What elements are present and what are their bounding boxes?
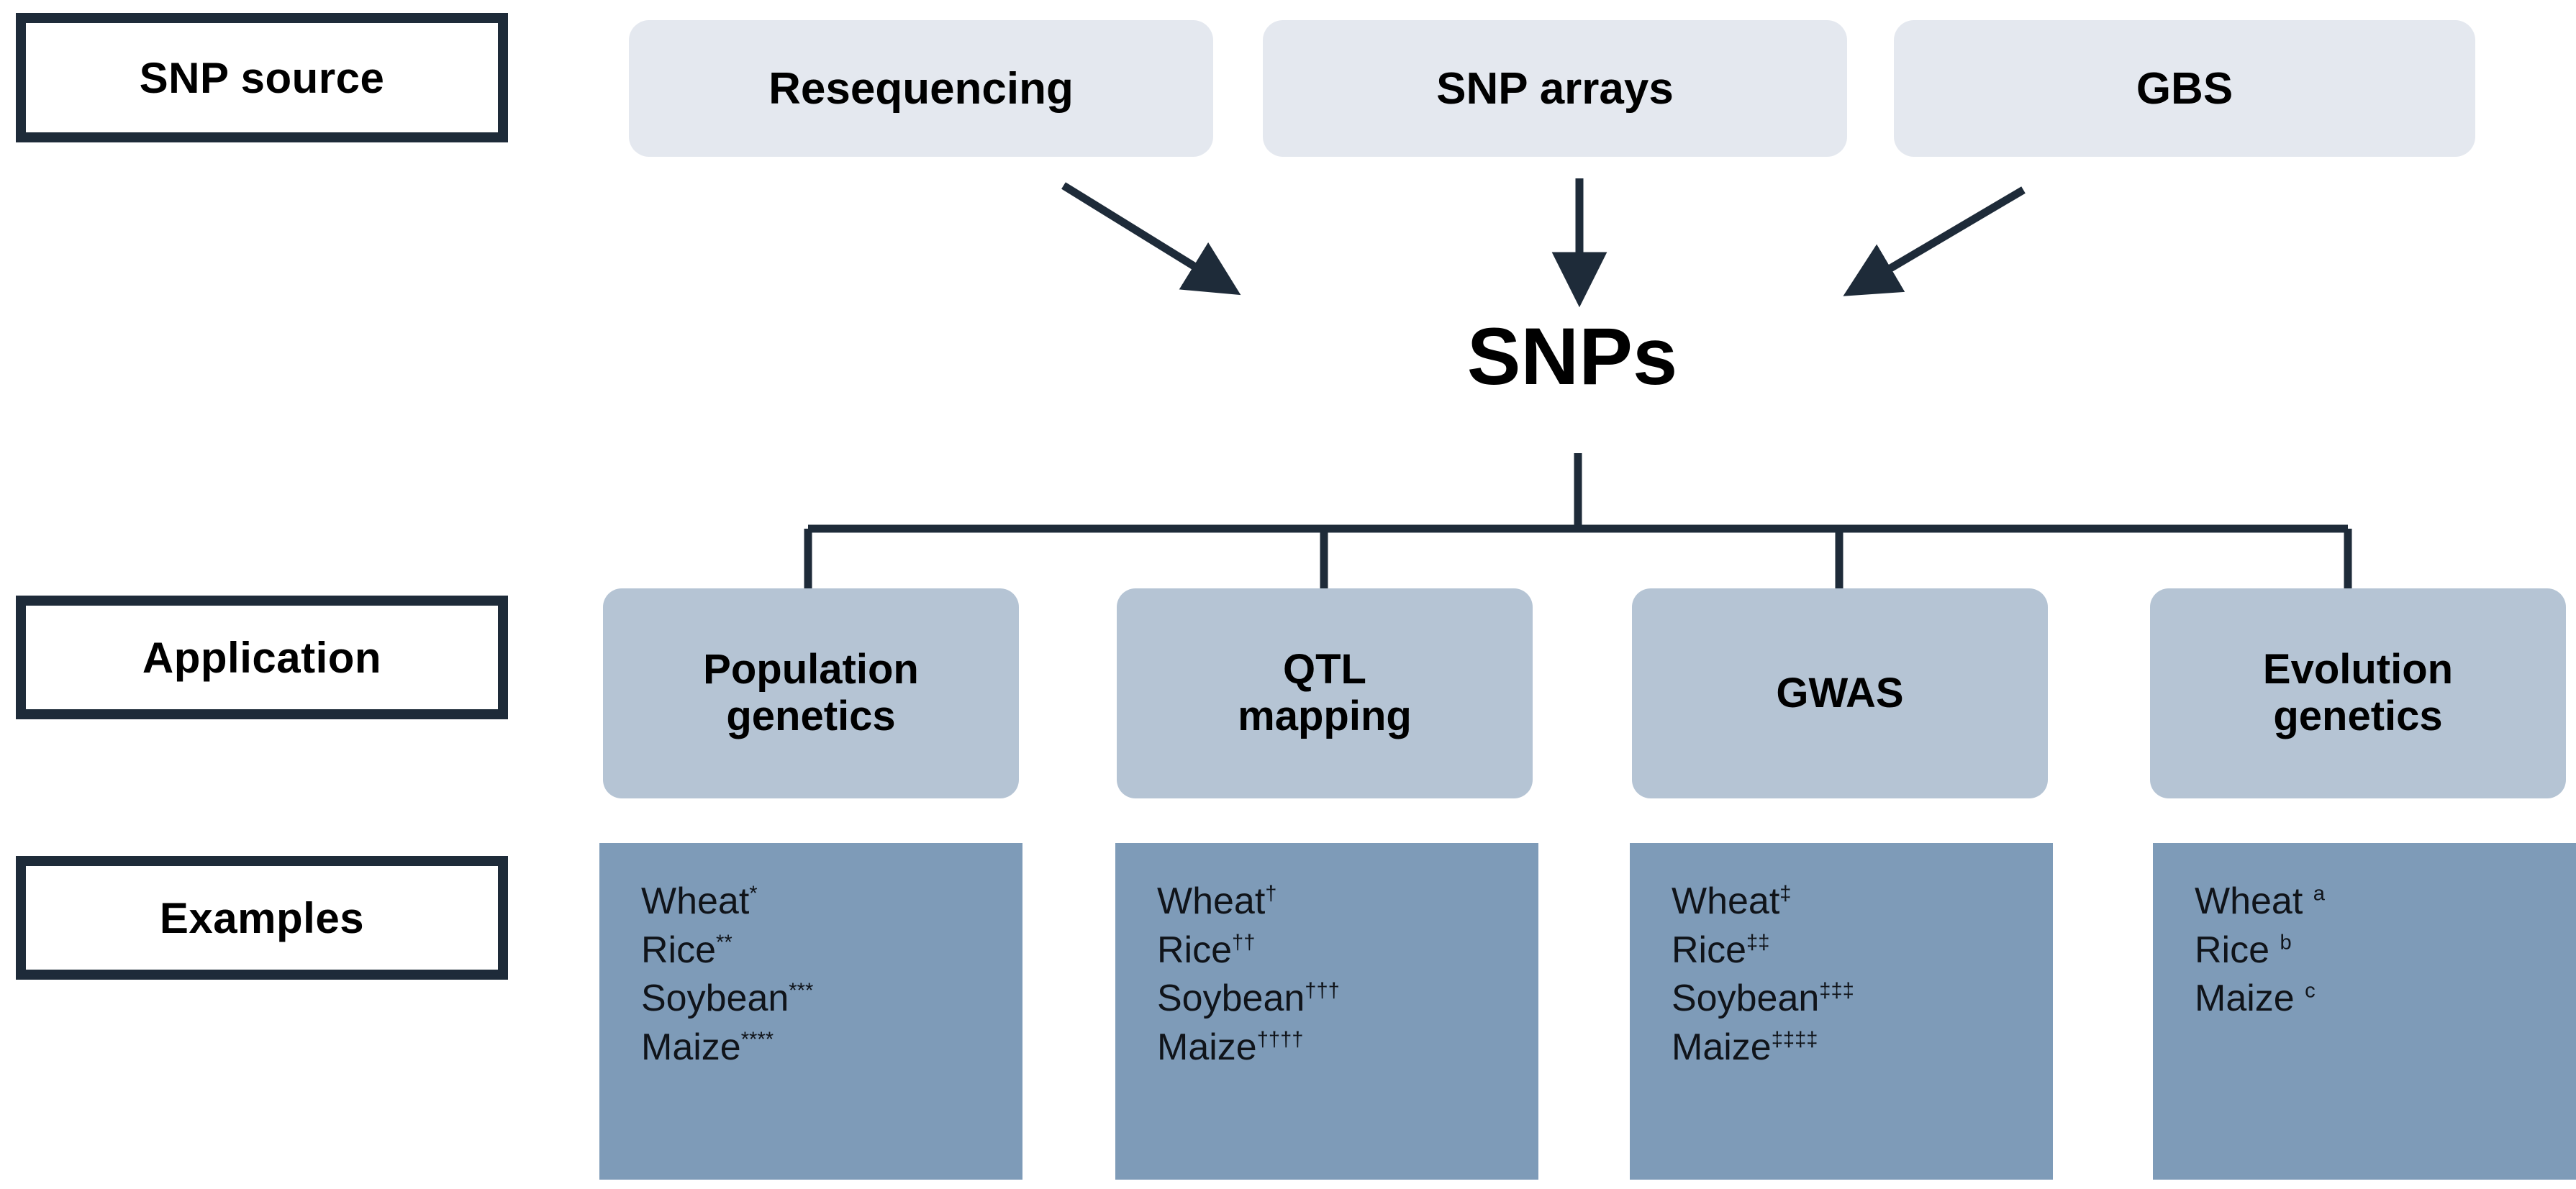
- examples-box-population-genetics: Wheat*Rice**Soybean***Maize****: [599, 843, 1022, 1180]
- example-item-marker: ‡: [1779, 882, 1792, 906]
- example-item-name: Wheat: [641, 880, 750, 922]
- arrow-gbs-to-snps: [1843, 186, 2026, 296]
- source-box-snp-arrays-label: SNP arrays: [1436, 63, 1674, 114]
- example-item-marker: **: [716, 931, 733, 955]
- example-item-marker: a: [2313, 882, 2325, 906]
- example-item: Maize c: [2195, 975, 2576, 1024]
- example-item-marker: †: [1265, 882, 1277, 906]
- row-label-application: Application: [16, 596, 508, 719]
- example-item-name: Soybean: [1157, 978, 1305, 1020]
- source-box-resequencing-label: Resequencing: [768, 63, 1074, 114]
- example-item-name: Maize: [2195, 978, 2305, 1020]
- arrow-resequencing-to-snps: [1061, 182, 1241, 296]
- example-item-marker: c: [2305, 979, 2316, 1003]
- example-item-marker: †††: [1305, 979, 1340, 1003]
- example-item-name: Rice: [2195, 929, 2280, 971]
- row-label-examples: Examples: [16, 856, 508, 980]
- example-item-marker: ‡‡‡‡: [1771, 1028, 1818, 1052]
- example-item: Wheat‡: [1672, 878, 2053, 926]
- example-item: Rice††: [1157, 926, 1538, 975]
- example-item-name: Wheat: [1157, 880, 1266, 922]
- source-box-snp-arrays: SNP arrays: [1263, 20, 1847, 157]
- row-label-examples-text: Examples: [159, 893, 365, 942]
- example-item-name: Wheat: [2195, 880, 2313, 922]
- example-item: Maize****: [641, 1024, 1022, 1072]
- example-item-marker: ‡‡: [1746, 931, 1770, 955]
- row-label-snp-source: SNP source: [16, 13, 508, 142]
- example-item-marker: ††††: [1256, 1028, 1304, 1052]
- example-item-name: Rice: [1157, 929, 1233, 971]
- application-box-gwas-label: GWAS: [1776, 669, 1904, 716]
- example-item-name: Maize: [641, 1026, 741, 1068]
- example-item-marker: ***: [789, 979, 814, 1003]
- source-box-gbs-label: GBS: [2136, 63, 2233, 114]
- examples-box-gwas: Wheat‡Rice‡‡Soybean‡‡‡Maize‡‡‡‡: [1630, 843, 2053, 1180]
- row-label-application-text: Application: [142, 633, 382, 682]
- snps-hub-title: SNPs: [1466, 311, 1678, 401]
- example-item-name: Soybean: [1672, 978, 1820, 1020]
- example-item-marker: b: [2280, 931, 2292, 955]
- example-item: Rice**: [641, 926, 1022, 975]
- example-item-name: Soybean: [641, 978, 789, 1020]
- example-item: Rice b: [2195, 926, 2576, 975]
- example-item: Wheat†: [1157, 878, 1538, 926]
- example-item-name: Wheat: [1672, 880, 1780, 922]
- source-box-gbs: GBS: [1894, 20, 2475, 157]
- example-item: Soybean†††: [1157, 975, 1538, 1024]
- examples-box-qtl-mapping: Wheat†Rice††Soybean†††Maize††††: [1115, 843, 1538, 1180]
- example-item-name: Maize: [1672, 1026, 1772, 1068]
- example-item-name: Rice: [641, 929, 717, 971]
- example-item: Wheat a: [2195, 878, 2576, 926]
- application-box-gwas: GWAS: [1632, 588, 2048, 798]
- example-item: Wheat*: [641, 878, 1022, 926]
- example-item-name: Maize: [1157, 1026, 1257, 1068]
- source-box-resequencing: Resequencing: [629, 20, 1213, 157]
- example-item: Soybean‡‡‡: [1672, 975, 2053, 1024]
- example-item-marker: ****: [740, 1028, 774, 1052]
- example-item-marker: ††: [1232, 931, 1256, 955]
- example-item: Soybean***: [641, 975, 1022, 1024]
- example-item: Rice‡‡: [1672, 926, 2053, 975]
- example-item: Maize‡‡‡‡: [1672, 1024, 2053, 1072]
- row-label-snp-source-text: SNP source: [139, 53, 385, 102]
- example-item-name: Rice: [1672, 929, 1747, 971]
- example-item: Maize††††: [1157, 1024, 1538, 1072]
- example-item-marker: *: [749, 882, 758, 906]
- example-item-marker: ‡‡‡: [1819, 979, 1854, 1003]
- bracket-snps-to-applications: [804, 453, 2352, 588]
